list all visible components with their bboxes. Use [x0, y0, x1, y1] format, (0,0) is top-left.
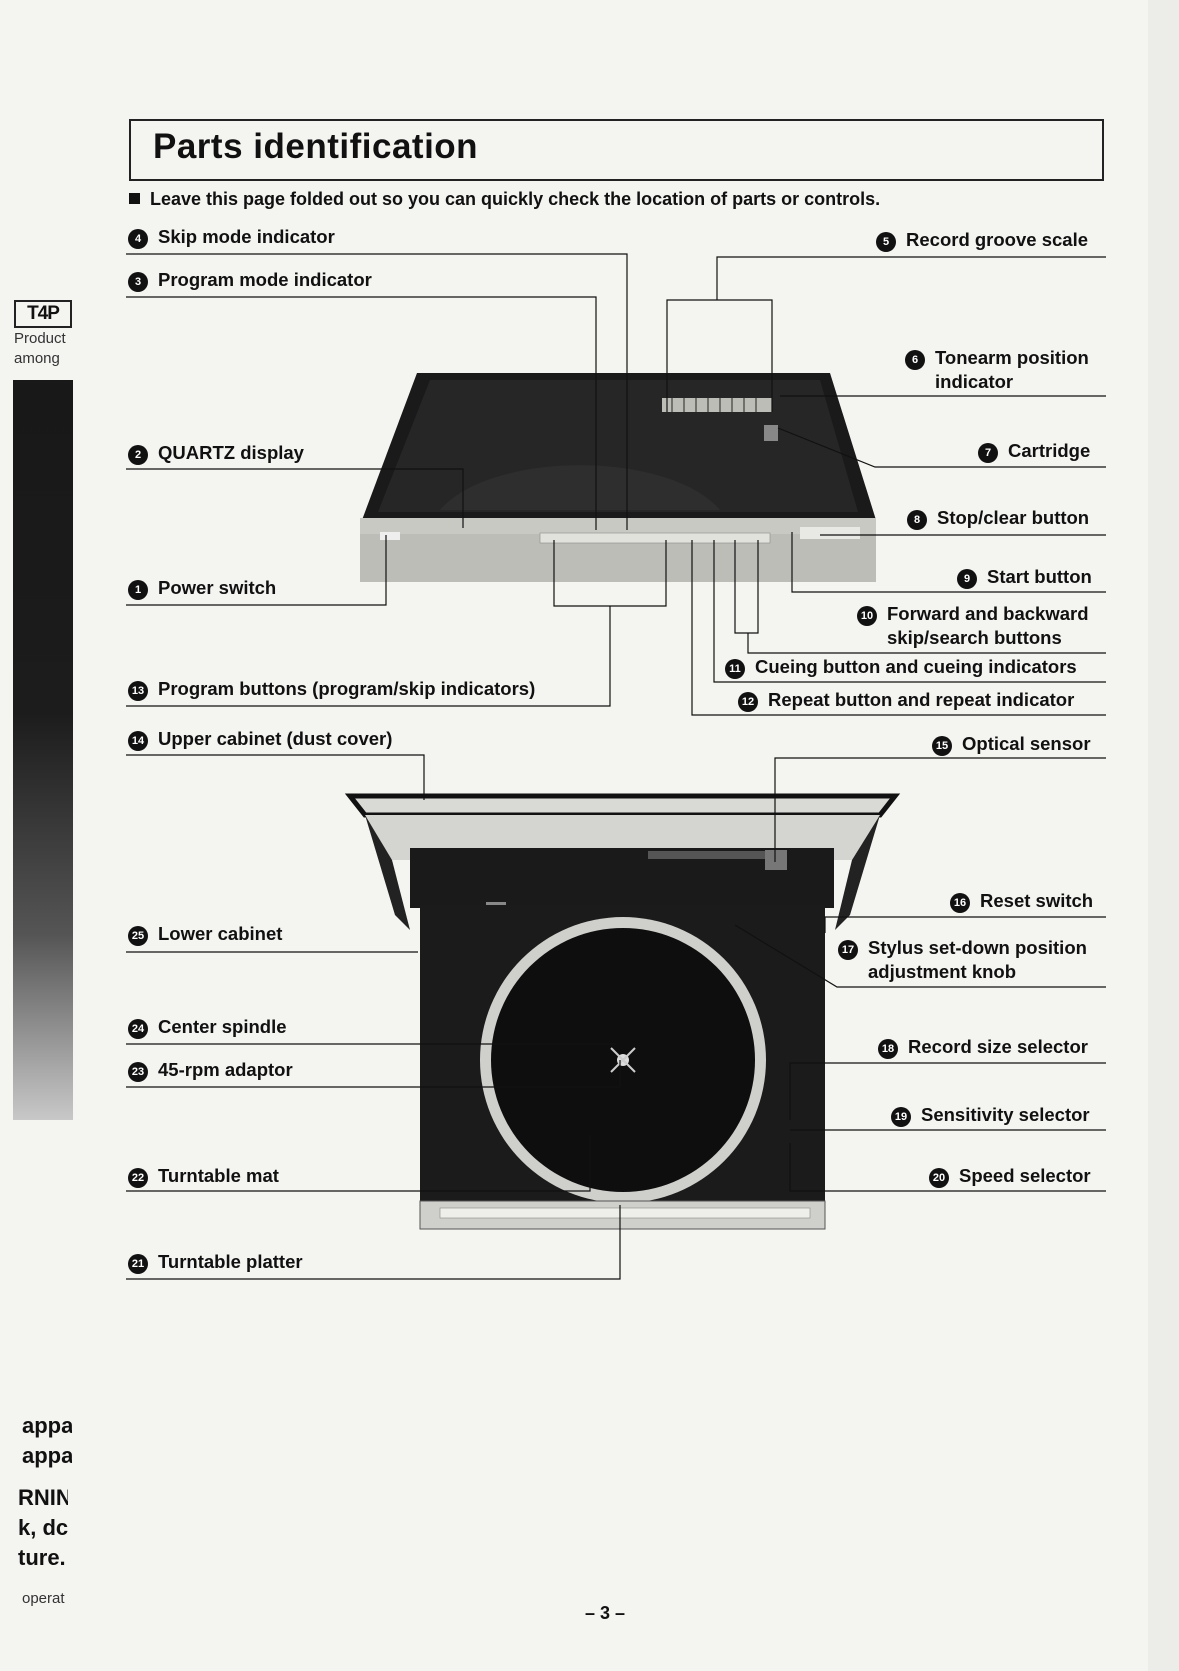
number-badge: 7 [978, 443, 998, 463]
number-badge: 8 [907, 510, 927, 530]
page-number: – 3 – [585, 1603, 626, 1623]
number-badge: 18 [878, 1039, 898, 1059]
number-badge: 1 [128, 580, 148, 600]
number-badge: 25 [128, 926, 148, 946]
number-badge: 24 [128, 1019, 148, 1039]
title-box: Parts identification [129, 119, 1104, 181]
number-badge: 10 [857, 606, 877, 626]
number-badge: 22 [128, 1168, 148, 1188]
leader-lines [126, 253, 1106, 1280]
number-badge: 17 [838, 940, 858, 960]
bullet-square-icon [129, 193, 140, 204]
brand-logo: T4P [14, 300, 72, 328]
number-badge: 3 [128, 272, 148, 292]
side-text: operat [22, 1590, 65, 1607]
side-text: appa [22, 1443, 72, 1468]
number-badge: 5 [876, 232, 896, 252]
side-text: k, dc [18, 1515, 68, 1540]
number-badge: 6 [905, 350, 925, 370]
page-title: Parts identification [153, 127, 479, 166]
side-text: ture. [18, 1545, 66, 1570]
number-badge: 15 [932, 736, 952, 756]
side-text: among [14, 350, 60, 367]
number-badge: 13 [128, 681, 148, 701]
number-badge: 23 [128, 1062, 148, 1082]
turntable-closed-illustration [360, 373, 876, 582]
number-badge: 19 [891, 1107, 911, 1127]
number-badge: 12 [738, 692, 758, 712]
side-text: RNIN [18, 1485, 68, 1510]
number-badge: 2 [128, 445, 148, 465]
side-text: Product [14, 330, 66, 347]
instruction-text: Leave this page folded out so you can qu… [150, 189, 881, 209]
number-badge: 4 [128, 229, 148, 249]
number-badge: 11 [725, 659, 745, 679]
side-dark-strip [13, 380, 73, 1120]
page-edge [1148, 0, 1179, 1671]
instruction-note: Leave this page folded out so you can qu… [129, 189, 880, 210]
side-text: appa [22, 1413, 72, 1438]
turntable-open-illustration [344, 793, 901, 1230]
number-badge: 9 [957, 569, 977, 589]
number-badge: 16 [950, 893, 970, 913]
number-badge: 20 [929, 1168, 949, 1188]
number-badge: 21 [128, 1254, 148, 1274]
number-badge: 14 [128, 731, 148, 751]
